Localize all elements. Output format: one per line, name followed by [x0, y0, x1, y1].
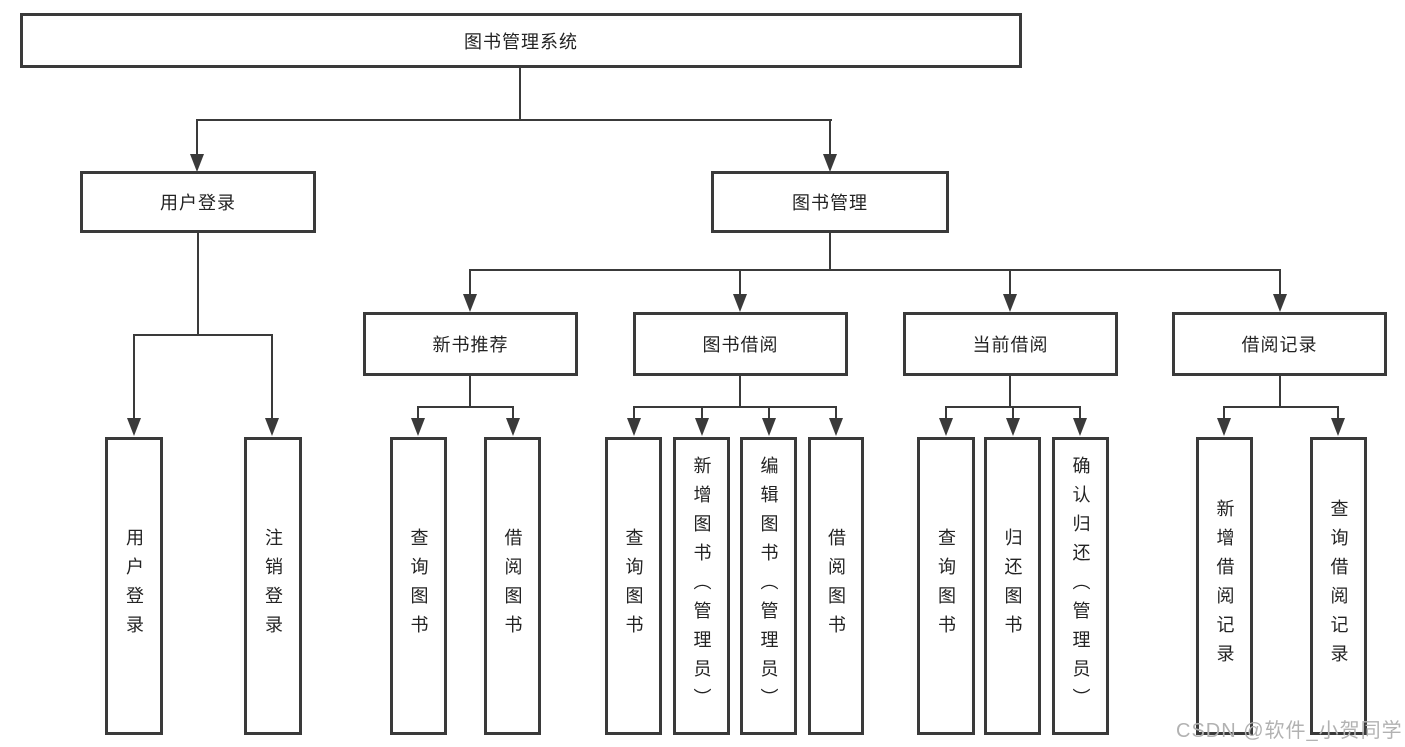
leaf-add-borrow-record: 新增借阅记录	[1196, 437, 1253, 735]
node-borrowing-records: 借阅记录	[1172, 312, 1387, 376]
leaf-label: 借阅图书	[826, 528, 846, 644]
leaf-label: 用户登录	[124, 528, 144, 644]
arrowhead-recd-leaf2	[1331, 418, 1345, 436]
leaf-label: 注销登录	[263, 528, 283, 644]
leaf-borrow-books: 借阅图书	[808, 437, 864, 735]
connector-recd-leaf1-stem	[1223, 406, 1225, 420]
connector-leaf-user-login-stem	[133, 334, 135, 419]
arrowhead-rec-leaf2	[506, 418, 520, 436]
arrowhead-book-borrow	[733, 294, 747, 312]
arrowhead-borrow-records	[1273, 294, 1287, 312]
node-library-management-system: 图书管理系统	[20, 13, 1022, 68]
arrowhead-bor-leaf2	[695, 418, 709, 436]
node-book-borrowing: 图书借阅	[633, 312, 848, 376]
node-book-management: 图书管理	[711, 171, 949, 233]
connector-borrowing-bar	[633, 406, 837, 408]
leaf-label: 新增借阅记录	[1214, 499, 1235, 673]
arrowhead-new-books	[463, 294, 477, 312]
connector-current-borrow-stem	[1009, 269, 1011, 296]
leaf-label: 确认归还（管理员）	[1070, 455, 1091, 717]
connector-book-borrow-stem	[739, 269, 741, 296]
node-user-login: 用户登录	[80, 171, 316, 233]
connector-mgmt-subtree-bar	[469, 269, 1281, 271]
leaf-label: 归还图书	[1002, 528, 1023, 644]
leaf-label: 编辑图书（管理员）	[758, 455, 779, 717]
leaf-label: 查询图书	[408, 528, 429, 644]
leaf-label: 查询借阅记录	[1328, 499, 1349, 673]
leaf-confirm-return-admin: 确认归还（管理员）	[1052, 437, 1109, 735]
node-label: 图书借阅	[702, 335, 779, 355]
connector-cur-leaf2-stem	[1012, 406, 1014, 420]
connector-borrow-records-stem	[1279, 269, 1281, 296]
connector-rec-leaf1-stem	[417, 406, 419, 420]
connector-book-mgmt-stem	[829, 119, 831, 156]
leaf-query-books-recommend: 查询图书	[390, 437, 447, 735]
connector-records-bar	[1223, 406, 1339, 408]
connector-new-books-stem	[469, 269, 471, 296]
leaf-label: 新增图书（管理员）	[691, 455, 712, 717]
connector-recd-leaf2-stem	[1337, 406, 1339, 420]
arrowhead-cur-leaf3	[1073, 418, 1087, 436]
connector-root-stem	[519, 68, 521, 121]
connector-user-login-stem	[196, 119, 198, 156]
arrowhead-book-mgmt	[823, 154, 837, 172]
connector-root-bar	[196, 119, 832, 121]
arrowhead-rec-leaf1	[411, 418, 425, 436]
leaf-edit-books-admin: 编辑图书（管理员）	[740, 437, 797, 735]
node-label: 当前借阅	[972, 335, 1049, 355]
node-label: 图书管理	[792, 193, 868, 213]
leaf-add-books-admin: 新增图书（管理员）	[673, 437, 730, 735]
leaf-borrow-books-recommend: 借阅图书	[484, 437, 541, 735]
connector-recommend-stem	[469, 376, 471, 408]
connector-user-subtree-bar	[133, 334, 273, 336]
arrowhead-recd-leaf1	[1217, 418, 1231, 436]
connector-borrowing-stem	[739, 376, 741, 408]
connector-bor-leaf2-stem	[701, 406, 703, 420]
connector-bor-leaf3-stem	[768, 406, 770, 420]
leaf-return-books: 归还图书	[984, 437, 1041, 735]
arrowhead-current-borrow	[1003, 294, 1017, 312]
node-label: 用户登录	[160, 193, 236, 213]
node-label: 借阅记录	[1241, 335, 1318, 355]
connector-leaf-logout-stem	[271, 334, 273, 419]
node-label: 图书管理系统	[464, 31, 578, 52]
connector-records-stem	[1279, 376, 1281, 408]
arrowhead-bor-leaf3	[762, 418, 776, 436]
leaf-query-borrow-record: 查询借阅记录	[1310, 437, 1367, 735]
node-label: 新书推荐	[432, 335, 509, 355]
connector-user-subtree-stem	[197, 233, 199, 336]
connector-mgmt-subtree-stem	[829, 233, 831, 271]
leaf-label: 查询图书	[623, 528, 644, 644]
connector-current-stem	[1009, 376, 1011, 408]
node-new-book-recommend: 新书推荐	[363, 312, 578, 376]
connector-recommend-bar	[417, 406, 514, 408]
leaf-logout: 注销登录	[244, 437, 302, 735]
connector-bor-leaf4-stem	[835, 406, 837, 420]
connector-cur-leaf1-stem	[945, 406, 947, 420]
leaf-query-books-current: 查询图书	[917, 437, 975, 735]
connector-rec-leaf2-stem	[512, 406, 514, 420]
leaf-user-login: 用户登录	[105, 437, 163, 735]
leaf-query-books-borrow: 查询图书	[605, 437, 662, 735]
leaf-label: 借阅图书	[502, 528, 523, 644]
arrowhead-bor-leaf4	[829, 418, 843, 436]
arrowhead-bor-leaf1	[627, 418, 641, 436]
connector-cur-leaf3-stem	[1079, 406, 1081, 420]
arrowhead-user-login	[190, 154, 204, 172]
csdn-watermark: CSDN @软件_小贺同学	[1176, 720, 1403, 742]
leaf-label: 查询图书	[936, 528, 956, 644]
arrowhead-cur-leaf2	[1006, 418, 1020, 436]
arrowhead-leaf-logout	[265, 418, 279, 436]
node-current-borrowing: 当前借阅	[903, 312, 1118, 376]
arrowhead-leaf-user-login	[127, 418, 141, 436]
arrowhead-cur-leaf1	[939, 418, 953, 436]
connector-bor-leaf1-stem	[633, 406, 635, 420]
